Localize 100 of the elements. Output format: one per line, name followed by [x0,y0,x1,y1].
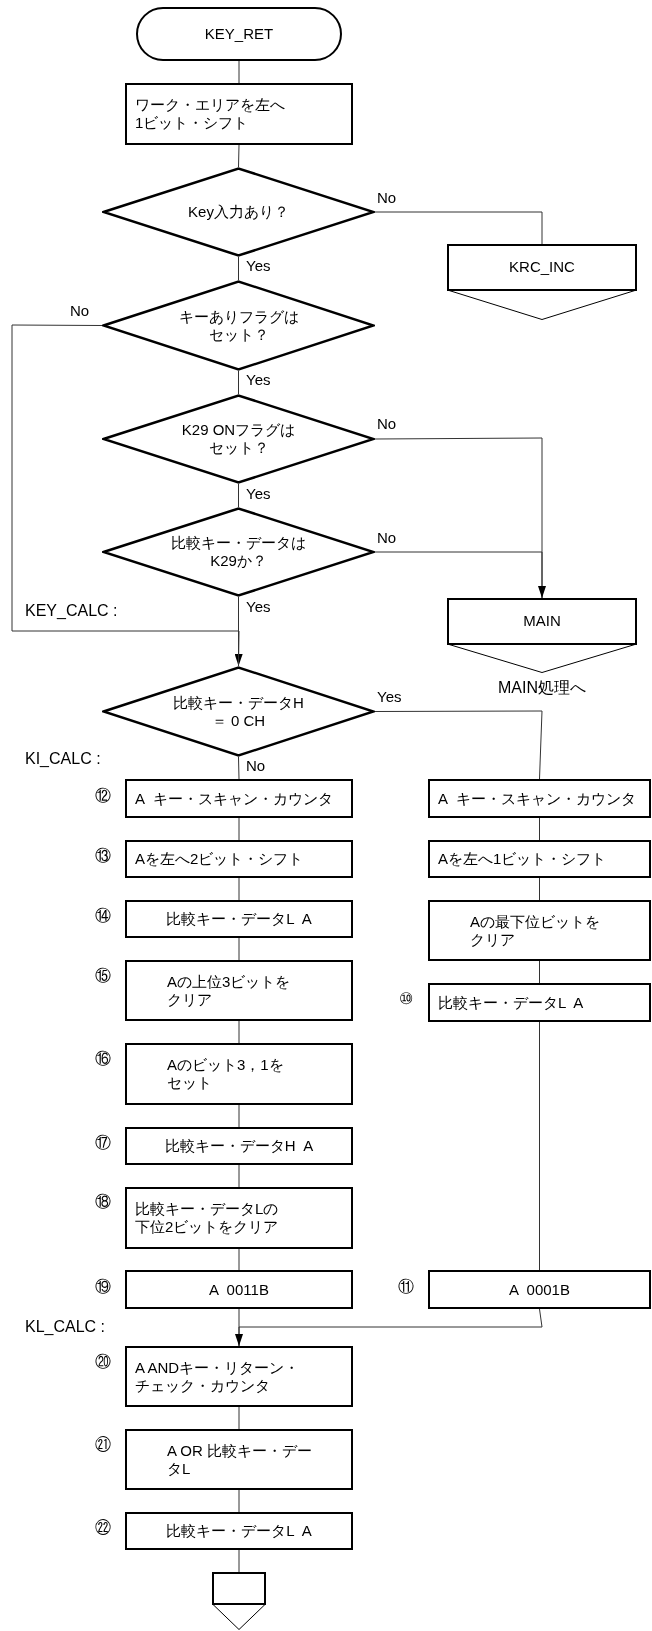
edge-label: Yes [246,486,271,501]
connector-line [539,877,540,901]
process-box [428,983,651,1022]
decision-diamond [102,394,375,484]
decision-diamond [102,167,375,257]
process-text: Aを左へ1ビット・シフト [438,850,607,868]
offpage-connector [212,1572,266,1630]
step-number: ⑪ [397,1277,415,1297]
connector-line [539,817,540,841]
decision-text: Key入力あり？ [188,203,289,221]
connector-line [238,756,240,780]
process-box [428,779,651,818]
edge-label: Yes [246,599,271,614]
decision-text: 比較キー・データはK29か？ [170,534,307,570]
process-box [125,1187,353,1249]
connector-line [238,1020,240,1044]
offpage-connector [447,244,637,320]
connector-line [238,1549,240,1573]
process-text: Aの上位3ビットをクリア [167,972,292,1009]
connector-line [539,960,540,984]
step-number: ⑳ [94,1352,112,1372]
terminal-text: KEY_RET [204,25,274,43]
connector-line [238,1164,240,1188]
process-text: ワーク・エリアを左へ1ビット・シフト [135,96,286,132]
edge-label: No [246,758,266,773]
connector-line [238,937,240,961]
connector-line [374,211,543,245]
connector-line [238,1308,240,1347]
process-text: A OR 比較キー・データL [167,1441,313,1478]
step-number: ⑩ [398,989,414,1009]
process-text: 比較キー・データL A [438,993,584,1012]
process-box [125,840,353,878]
edge-label: No [377,416,397,431]
connector-line [238,60,240,84]
connector-line [238,370,239,395]
connector-line [238,1104,240,1128]
process-text: MAIN [523,612,561,630]
connector-line [238,144,240,168]
decision-diamond [102,666,375,757]
process-box [125,779,353,818]
routine-label: KI_CALC : [25,751,101,767]
routine-label: KL_CALC : [25,1319,106,1335]
process-text: 比較キー・データL A [166,910,312,928]
process-text: 比較キー・データH A [164,1137,314,1155]
connector-line [374,710,543,780]
decision-diamond [102,507,375,597]
process-text: Aの最下位ビットをクリア [470,912,601,949]
process-text: Aのビット3，1をセット [167,1056,285,1092]
step-number: ⑫ [94,786,112,806]
decision-diamond [102,280,375,371]
step-number: ⑰ [94,1133,112,1153]
step-number: ⑱ [94,1192,112,1212]
process-box [125,900,353,938]
edge-label: Yes [377,689,402,704]
process-text: 比較キー・データLの下位2ビットをクリア [135,1200,280,1236]
edge-label: No [377,190,397,205]
connector-line [539,1021,540,1271]
process-box [428,840,651,878]
node-caption: MAIN処理へ [497,678,587,698]
step-number: ⑭ [94,906,112,926]
routine-label: KEY_CALC : [25,603,118,619]
step-number: ⑬ [94,846,112,866]
edge-label: No [70,303,90,318]
process-text: KRC_INC [509,258,575,276]
process-box [125,960,353,1021]
connector-line [238,1248,240,1271]
decision-text: K29 ONフラグはセット？ [180,421,297,457]
process-text: A 0011B [209,1280,269,1299]
step-number: ㉑ [94,1435,112,1455]
arrow [235,1308,543,1347]
connector-line [238,1489,240,1513]
offpage-connector [447,598,637,673]
process-text: 比較キー・データL A [166,1522,312,1540]
connector-line [238,256,239,281]
process-text: A キー・スキャン・カウンタ [135,789,333,808]
process-text: A 0001B [509,1280,570,1299]
edge-label: Yes [246,258,271,273]
process-box [125,83,353,145]
connector-line [238,596,239,667]
connector-line [238,483,239,508]
terminal [136,7,342,61]
connector-line [238,877,240,901]
step-number: ⑯ [94,1049,112,1069]
decision-text: キーありフラグはセット？ [177,307,300,344]
connector-line [374,437,543,599]
edge-label: Yes [246,372,271,387]
process-box [428,900,651,961]
step-number: ⑮ [94,966,112,986]
step-number: ㉒ [94,1518,112,1538]
arrow [374,551,546,599]
process-box [125,1270,353,1309]
process-box [125,1346,353,1407]
connector-line [238,1406,240,1430]
process-text: Aを左へ2ビット・シフト [135,850,304,868]
process-text: A ANDキー・リターン・チェック・カウンタ [135,1358,301,1395]
process-box [125,1512,353,1550]
decision-text: 比較キー・データH ＝ 0 CH [172,693,305,730]
step-number: ⑲ [94,1277,112,1297]
process-box [428,1270,651,1309]
process-box [125,1127,353,1165]
